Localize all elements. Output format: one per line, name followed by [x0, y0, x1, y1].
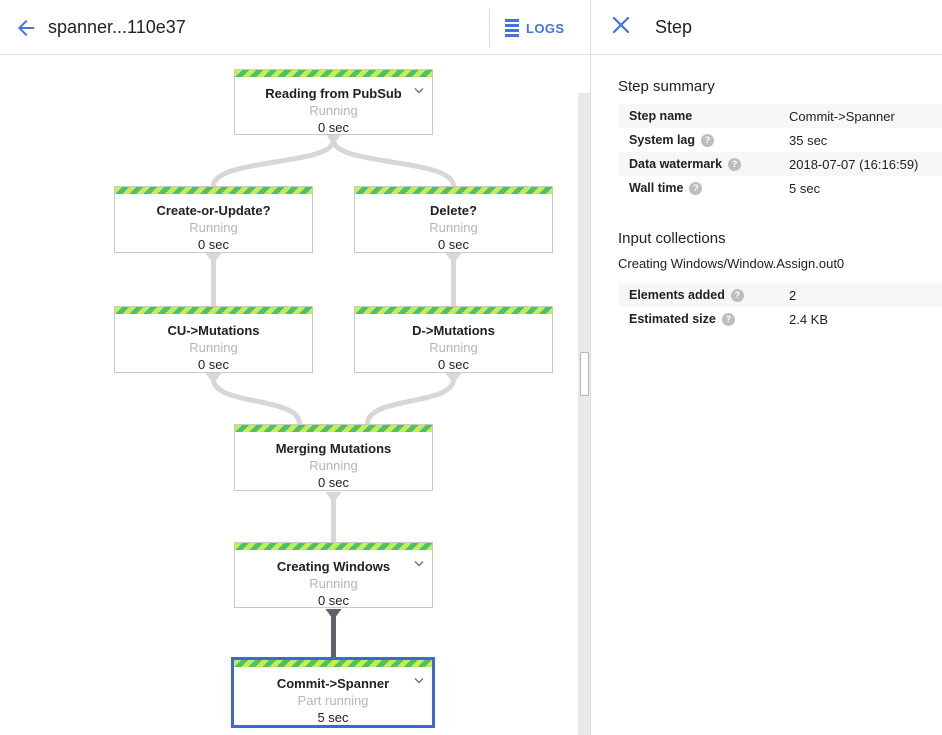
graph-node-commit-spanner[interactable]: Commit->Spanner Part running 5 sec: [231, 657, 435, 728]
row-label: System lag ?: [629, 133, 789, 147]
graph-node-cu-mutations[interactable]: CU->Mutations Running 0 sec: [114, 306, 313, 373]
row-label-text: Step name: [629, 109, 693, 123]
node-time: 0 sec: [317, 593, 350, 608]
header-divider: [489, 8, 490, 47]
row-label: Estimated size ?: [629, 312, 789, 326]
input-collections-table: Elements added ? 2 Estimated size ? 2.4 …: [618, 283, 942, 331]
help-icon[interactable]: ?: [728, 157, 742, 171]
chevron-down-icon[interactable]: [413, 555, 425, 573]
row-label: Elements added ?: [629, 288, 789, 302]
node-title: CU->Mutations: [167, 323, 260, 338]
row-value: 2.4 KB: [789, 311, 829, 327]
graph-vertical-scrollbar[interactable]: [578, 93, 590, 735]
node-title: Create-or-Update?: [156, 203, 271, 218]
running-stripe: [115, 307, 312, 314]
node-title: Reading from PubSub: [265, 86, 402, 101]
node-status: Running: [189, 340, 238, 355]
scrollbar-thumb[interactable]: [580, 352, 589, 396]
node-time: 0 sec: [317, 120, 350, 135]
close-icon[interactable]: [610, 14, 632, 36]
graph-edges: [205, 134, 462, 657]
node-status: Running: [309, 576, 358, 591]
step-summary-heading: Step summary: [618, 78, 715, 95]
node-title: Creating Windows: [276, 559, 391, 574]
row-label: Data watermark ?: [629, 157, 789, 171]
row-label: Step name: [629, 109, 789, 123]
running-stripe: [355, 187, 552, 194]
row-label-text: Data watermark: [629, 157, 723, 171]
running-stripe: [235, 425, 432, 432]
node-title: Merging Mutations: [275, 441, 392, 456]
help-icon[interactable]: ?: [730, 288, 744, 302]
running-stripe: [355, 307, 552, 314]
node-time: 0 sec: [197, 237, 230, 252]
row-value: Commit->Spanner: [789, 108, 895, 124]
panel-title: Step: [655, 17, 693, 37]
logs-list-icon: [505, 19, 519, 37]
node-time: 0 sec: [197, 357, 230, 372]
node-status: Part running: [297, 693, 369, 708]
node-status: Running: [309, 103, 358, 118]
row-value: 5 sec: [789, 180, 821, 196]
panel-body: Step summary Step name Commit->Spanner S…: [591, 56, 942, 331]
input-collections-heading: Input collections: [618, 230, 726, 247]
graph-node-create-or-update[interactable]: Create-or-Update? Running 0 sec: [114, 186, 313, 253]
node-title: D->Mutations: [412, 323, 495, 338]
table-row: Data watermark ? 2018-07-07 (16:16:59): [618, 152, 942, 176]
row-label-text: Elements added: [629, 288, 725, 302]
row-value: 2: [789, 287, 797, 303]
row-label-text: System lag: [629, 133, 696, 147]
chevron-down-icon[interactable]: [413, 672, 425, 690]
panel-header: Step: [591, 0, 942, 55]
graph-node-merging-mutations[interactable]: Merging Mutations Running 0 sec: [234, 424, 433, 491]
running-stripe: [234, 660, 432, 667]
table-row: Wall time ? 5 sec: [618, 176, 942, 200]
help-icon[interactable]: ?: [689, 181, 703, 195]
node-status: Running: [189, 220, 238, 235]
row-value: 2018-07-07 (16:16:59): [789, 156, 919, 172]
graph-node-d-mutations[interactable]: D->Mutations Running 0 sec: [354, 306, 553, 373]
logs-button[interactable]: LOGS: [505, 17, 564, 39]
step-summary-table: Step name Commit->Spanner System lag ? 3…: [618, 104, 942, 200]
running-stripe: [115, 187, 312, 194]
step-details-panel: Step Step summary Step name Commit->Span…: [590, 0, 942, 735]
top-bar-left: spanner...110e37 LOGS: [0, 0, 590, 55]
node-time: 0 sec: [317, 475, 350, 490]
node-status: Running: [309, 458, 358, 473]
table-row: Elements added ? 2: [618, 283, 942, 307]
help-icon[interactable]: ?: [701, 133, 715, 147]
table-row: System lag ? 35 sec: [618, 128, 942, 152]
node-status: Running: [429, 220, 478, 235]
running-stripe: [235, 543, 432, 550]
running-stripe: [235, 70, 432, 77]
row-label: Wall time ?: [629, 181, 789, 195]
node-status: Running: [429, 340, 478, 355]
job-graph-canvas[interactable]: Reading from PubSub Running 0 sec Create…: [0, 56, 590, 735]
graph-node-delete[interactable]: Delete? Running 0 sec: [354, 186, 553, 253]
graph-node-reading-from-pubsub[interactable]: Reading from PubSub Running 0 sec: [234, 69, 433, 135]
back-arrow-icon[interactable]: [14, 16, 38, 40]
row-label-text: Wall time: [629, 181, 684, 195]
row-value: 35 sec: [789, 132, 828, 148]
node-time: 5 sec: [317, 710, 349, 725]
job-title: spanner...110e37: [48, 17, 186, 37]
node-time: 0 sec: [437, 237, 470, 252]
node-title: Commit->Spanner: [276, 676, 390, 691]
node-title: Delete?: [430, 203, 477, 218]
chevron-down-icon[interactable]: [413, 82, 425, 100]
table-row: Step name Commit->Spanner: [618, 104, 942, 128]
logs-button-label: LOGS: [526, 20, 565, 36]
table-row: Estimated size ? 2.4 KB: [618, 307, 942, 331]
graph-node-creating-windows[interactable]: Creating Windows Running 0 sec: [234, 542, 433, 608]
node-time: 0 sec: [437, 357, 470, 372]
input-collection-name: Creating Windows/Window.Assign.out0: [618, 256, 845, 271]
row-label-text: Estimated size: [629, 312, 716, 326]
help-icon[interactable]: ?: [721, 312, 735, 326]
